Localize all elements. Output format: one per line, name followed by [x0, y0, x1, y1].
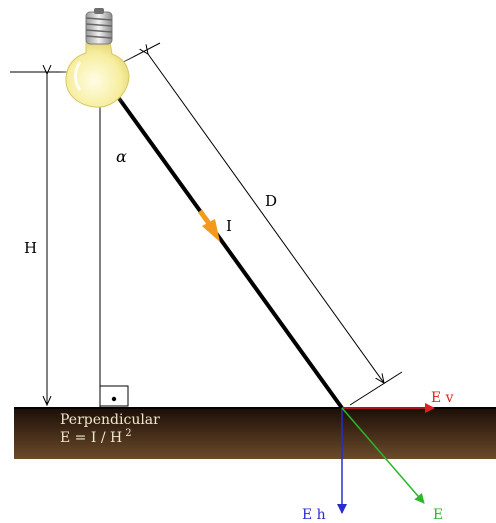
alpha-angle-label: α — [116, 147, 127, 166]
right-angle-marker-icon — [99, 385, 129, 407]
distance-label: D — [265, 192, 277, 210]
formula-base: E = I / H — [60, 430, 122, 446]
resultant-illuminance-vector — [341, 407, 425, 504]
distance-dimension-line — [148, 54, 384, 383]
intensity-arrow — [197, 209, 220, 242]
intensity-label: I — [226, 217, 232, 235]
ground-surface — [14, 407, 496, 459]
light-ray — [98, 70, 344, 410]
e-label: E — [433, 507, 443, 523]
perpendicular-label: Perpendicular — [60, 412, 160, 428]
ev-label: E v — [431, 390, 454, 406]
light-bulb-icon — [58, 8, 138, 112]
eh-label: E h — [302, 507, 326, 523]
formula-exponent: 2 — [125, 428, 131, 439]
height-label: H — [24, 239, 37, 257]
distance-tick-bottom — [349, 371, 403, 406]
